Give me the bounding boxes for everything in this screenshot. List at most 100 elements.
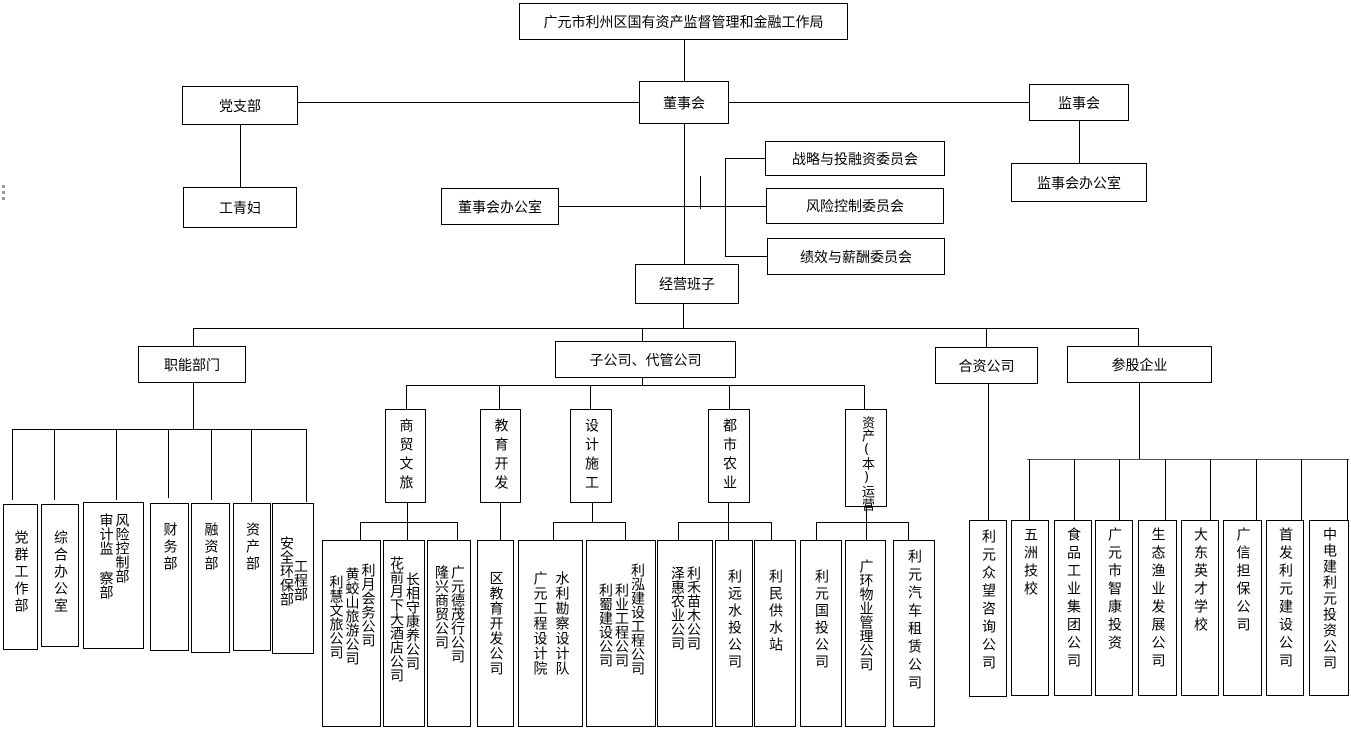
department-node: 审计监 察部 风险控制部 [83,502,144,649]
connector [642,328,644,342]
company-node: 利元汽车租赁公司 [893,540,935,727]
company-label: 隆兴商贸公司 [433,565,449,649]
shareholding-company-node: 大东英才学校 [1181,520,1219,696]
committee-label: 风险控制委员会 [806,199,904,215]
connector [406,385,408,409]
group-label: 商贸文旅 [397,418,414,494]
group-label: 教育开发 [492,418,509,494]
youth-women-node: 工青妇 [183,187,297,228]
company-node: 利远水投公司 [715,540,753,727]
connector [306,429,308,502]
connector [553,522,625,524]
youth-women-label: 工青妇 [219,200,261,217]
jv-company-node: 利元众望咨询公司 [969,520,1007,697]
connector [908,522,910,541]
party-branch-label: 党支部 [219,98,261,115]
company-label: 泽惠农业公司 [669,566,685,650]
connector [1301,459,1303,520]
connector [700,176,702,209]
category-label: 合资公司 [958,358,1015,375]
company-label: 花前月下大酒店公司 [388,556,404,682]
connector [559,206,766,208]
company-label: 广元德茂行公司 [449,565,465,663]
company-label: 生态渔业发展公司 [1149,527,1166,671]
connector [642,378,644,385]
connector [499,385,501,409]
company-label: 五洲技校 [1022,527,1038,599]
connector [1347,459,1349,520]
group-node: 都市农业 [708,409,750,503]
connector [816,522,909,524]
company-node: 广环物业管理公司 [845,540,886,727]
shareholding-company-node: 首发利元建设公司 [1266,520,1304,696]
category-subsidiaries-node: 子公司、代管公司 [555,341,736,378]
connector [729,385,731,409]
department-label: 党群工作部 [12,530,29,615]
connector [240,125,242,187]
connector [816,522,818,541]
connector [725,158,765,160]
department-label: 综合办公室 [52,530,68,615]
root-label: 广元市利州区国有资产监督管理和金融工作局 [543,14,824,31]
shareholding-company-node: 五洲技校 [1011,520,1049,696]
company-label: 利慧文旅公司 [327,575,344,659]
department-label: 审计监 察部 [97,513,114,599]
connector [12,429,307,431]
connector [725,256,767,258]
department-node: 综合办公室 [41,504,79,647]
connector [1079,121,1081,163]
company-label: 利业工程公司 [613,583,629,667]
connector [12,429,14,500]
category-shareholding-node: 参股企业 [1067,346,1212,383]
company-node: 利民供水站 [754,540,796,727]
supervisory-office-label: 监事会办公室 [1037,175,1121,192]
shareholding-company-node: 生态渔业发展公司 [1138,520,1177,696]
vertical-dots-icon[interactable] [2,185,6,203]
connector [1029,459,1031,520]
company-node: 广元德茂行公司 隆兴商贸公司 [427,540,471,727]
company-label: 水利勘察设计队 [553,571,570,676]
company-label: 利元汽车租赁公司 [906,549,922,693]
company-label: 广信担保公司 [1234,527,1251,635]
board-label: 董事会 [663,95,705,112]
connector [553,522,555,541]
company-node: 水利勘察设计队 广元工程设计院 [518,540,583,727]
company-node: 利泓建设工程公司 利业工程公司 利蜀建设公司 [586,540,656,727]
company-node: 利禾苗木公司 泽惠农业公司 [657,540,713,727]
supervisory-board-label: 监事会 [1058,95,1100,112]
connector [986,328,988,347]
company-label: 利泓建设工程公司 [629,563,645,675]
board-node: 董事会 [639,81,729,124]
category-label: 职能部门 [164,357,220,374]
company-node: 利元国投公司 [800,540,842,727]
department-label: 风险控制部 [113,513,130,583]
connector [683,304,685,329]
company-label: 区教育开发公司 [487,571,504,676]
company-label: 利月会务公司 [359,563,376,647]
connector [684,40,686,82]
department-label: 安全环保部 [278,536,294,606]
connector [211,429,213,500]
company-label: 广环物业管理公司 [857,559,874,671]
department-label: 财务部 [161,522,178,573]
shareholding-company-node: 食品工业集团公司 [1054,520,1092,696]
shareholding-company-node: 广信担保公司 [1223,520,1262,696]
company-label: 中电建利元投资公司 [1321,527,1337,671]
shareholding-company-node: 中电建利元投资公司 [1309,520,1349,696]
category-label: 子公司、代管公司 [589,352,702,369]
management-node: 经营班子 [635,264,739,304]
connector [1138,328,1140,346]
company-node: 利月会务公司 黄蛟山旅游公司 利慧文旅公司 [322,540,381,727]
connector [54,429,56,500]
department-node: 融资部 [191,503,230,653]
department-node: 资产部 [233,503,271,651]
company-label: 广元工程设计院 [531,571,548,676]
committee-node: 风险控制委员会 [766,188,944,224]
party-branch-node: 党支部 [182,86,298,125]
connector [193,383,195,430]
committee-label: 绩效与薪酬委员会 [800,249,912,266]
root-node: 广元市利州区国有资产监督管理和金融工作局 [519,3,848,40]
connector [771,522,773,541]
connector [1119,459,1121,520]
group-label: 资产(本)运营 [859,416,874,511]
